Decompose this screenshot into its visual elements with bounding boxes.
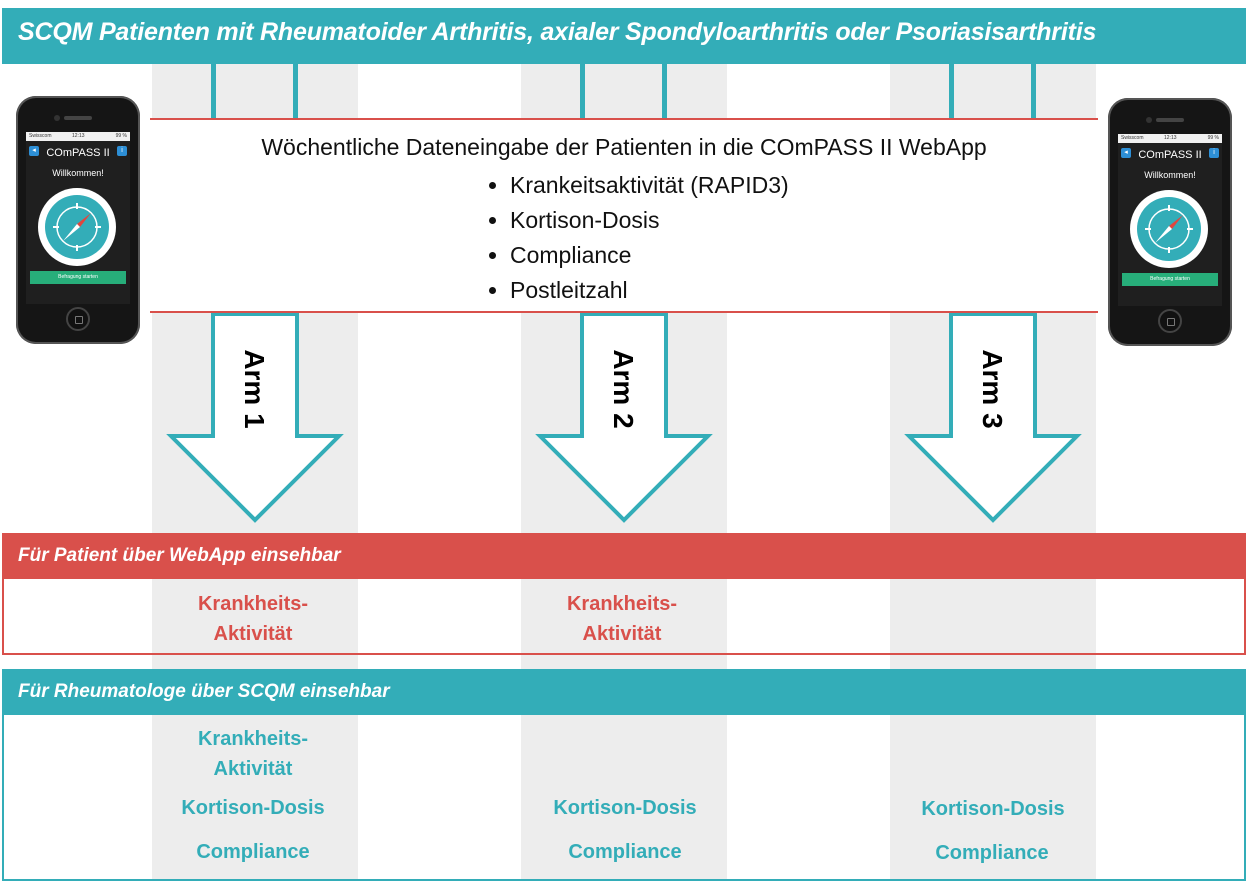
- arm-1-arrow: [166, 312, 344, 523]
- status-battery: 99 %: [115, 133, 127, 139]
- rheumatologist-section-header: Für Rheumatologe über SCQM einsehbar: [4, 671, 1244, 715]
- phone-screen: Swisscom 12:13 99 % ◂ i COmPASS II Willk…: [1118, 134, 1222, 306]
- data-entry-item: Compliance: [510, 238, 789, 273]
- rheum-arm-3-compliance: Compliance: [935, 842, 1049, 864]
- arm-3-arrow: [904, 312, 1082, 523]
- status-bar: Swisscom 12:13 99 %: [26, 132, 130, 141]
- phone-speaker: [64, 116, 92, 120]
- arm-3-label: Arm 3: [977, 349, 1008, 429]
- text-line: Krankheits-: [566, 593, 678, 615]
- data-entry-list: Krankeitsaktivität (RAPID3) Kortison-Dos…: [480, 168, 789, 308]
- text-line: Aktivität: [213, 623, 293, 645]
- rheum-arm-1-compliance: Compliance: [196, 841, 310, 863]
- home-square-icon: [75, 316, 83, 324]
- start-survey-button[interactable]: Befragung starten: [30, 271, 126, 284]
- header-bar: [2, 8, 1246, 64]
- back-icon[interactable]: ◂: [1121, 148, 1131, 158]
- home-button[interactable]: [1158, 309, 1182, 333]
- phone-camera: [1146, 117, 1152, 123]
- text-line: Aktivität: [582, 623, 662, 645]
- app-title: COmPASS II: [1138, 149, 1202, 161]
- rheum-arm-1-cortisone: Kortison-Dosis: [181, 797, 325, 819]
- info-icon[interactable]: i: [117, 146, 127, 156]
- patient-arm-2-disease-activity: Krankheits- Aktivität: [522, 589, 722, 649]
- connector-line: [293, 64, 298, 120]
- compass-needle-icon: [1145, 205, 1193, 253]
- patient-section-header: Für Patient über WebApp einsehbar: [4, 535, 1244, 579]
- compass-face: [45, 195, 109, 259]
- phone-left: Swisscom 12:13 99 % ◂ i COmPASS II Willk…: [16, 96, 140, 344]
- connector-line: [580, 64, 585, 120]
- compass-needle-icon: [53, 203, 101, 251]
- patient-section-title: Für Patient über WebApp einsehbar: [18, 545, 341, 566]
- app-welcome: Willkommen!: [1144, 170, 1196, 180]
- data-entry-item: Krankeitsaktivität (RAPID3): [510, 168, 789, 203]
- info-icon[interactable]: i: [1209, 148, 1219, 158]
- rheum-arm-1-disease-activity: Krankheits- Aktivität: [153, 724, 353, 784]
- rheum-arm-3-cortisone: Kortison-Dosis: [921, 798, 1065, 820]
- data-entry-title: Wöchentliche Dateneingabe der Patienten …: [261, 134, 987, 160]
- home-square-icon: [1167, 318, 1175, 326]
- app-title: COmPASS II: [46, 147, 110, 159]
- header-title: SCQM Patienten mit Rheumatoider Arthriti…: [18, 18, 1097, 46]
- compass-icon: [38, 188, 116, 266]
- status-carrier: Swisscom: [29, 133, 52, 139]
- rheum-arm-2-compliance: Compliance: [568, 841, 682, 863]
- connector-line: [211, 64, 216, 120]
- start-survey-button[interactable]: Befragung starten: [1122, 273, 1218, 286]
- rheum-arm-2-cortisone: Kortison-Dosis: [553, 797, 697, 819]
- status-bar: Swisscom 12:13 99 %: [1118, 134, 1222, 143]
- phone-right: Swisscom 12:13 99 % ◂ i COmPASS II Willk…: [1108, 98, 1232, 346]
- connector-line: [662, 64, 667, 120]
- status-battery: 99 %: [1207, 135, 1219, 141]
- status-time: 12:13: [72, 133, 85, 139]
- connector-line: [949, 64, 954, 120]
- phone-speaker: [1156, 118, 1184, 122]
- compass-face: [1137, 197, 1201, 261]
- compass-icon: [1130, 190, 1208, 268]
- patient-arm-1-disease-activity: Krankheits- Aktivität: [153, 589, 353, 649]
- back-icon[interactable]: ◂: [29, 146, 39, 156]
- arm-1-label: Arm 1: [239, 349, 270, 429]
- connector-line: [1031, 64, 1036, 120]
- data-entry-item: Kortison-Dosis: [510, 203, 789, 238]
- phone-screen: Swisscom 12:13 99 % ◂ i COmPASS II Willk…: [26, 132, 130, 304]
- patient-visible-section: Für Patient über WebApp einsehbar: [2, 533, 1246, 655]
- arm-2-arrow: [535, 312, 713, 523]
- home-button[interactable]: [66, 307, 90, 331]
- text-line: Krankheits-: [197, 593, 309, 615]
- app-welcome: Willkommen!: [52, 168, 104, 178]
- rheumatologist-visible-section: Für Rheumatologe über SCQM einsehbar: [2, 669, 1246, 881]
- text-line: Krankheits-: [197, 728, 309, 750]
- data-entry-box: Wöchentliche Dateneingabe der Patienten …: [150, 118, 1098, 313]
- phone-camera: [54, 115, 60, 121]
- text-line: Aktivität: [213, 758, 293, 780]
- status-carrier: Swisscom: [1121, 135, 1144, 141]
- status-time: 12:13: [1164, 135, 1177, 141]
- arm-2-label: Arm 2: [608, 349, 639, 429]
- rheumatologist-section-title: Für Rheumatologe über SCQM einsehbar: [18, 681, 390, 702]
- data-entry-item: Postleitzahl: [510, 273, 789, 308]
